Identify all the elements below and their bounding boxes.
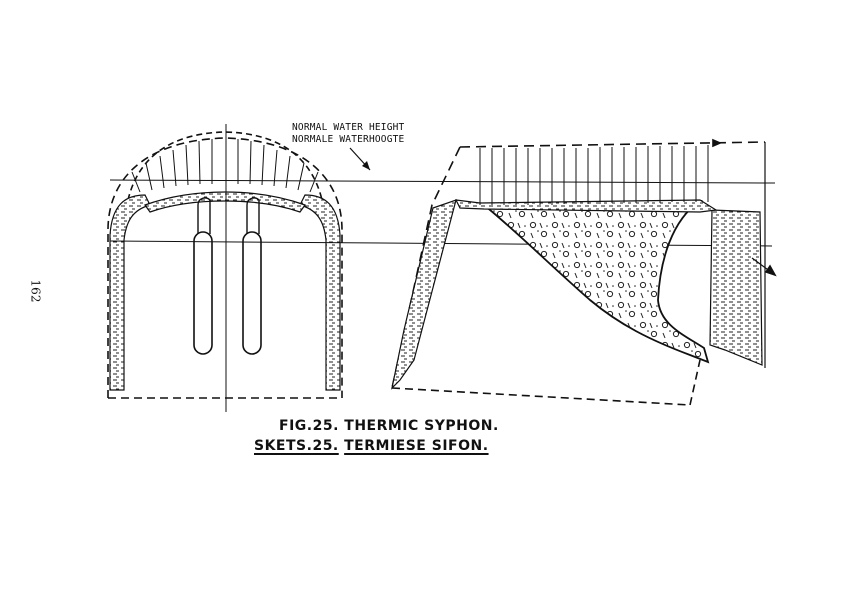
water-height-arrowhead (362, 161, 370, 170)
firebox-front-wall (391, 146, 461, 389)
firebox-bottom (391, 387, 691, 406)
firebox-side-outer (459, 141, 766, 148)
firebox-outer-outline (107, 137, 343, 398)
syphon-tube-left (193, 231, 213, 355)
syphon-tube-right (242, 231, 262, 355)
caption-fig-number: FIG.25. (279, 418, 339, 434)
roof-stays (479, 145, 709, 205)
syphon-neck-left (197, 197, 211, 234)
right-water-leg (299, 194, 341, 391)
water-height-label-en: NORMAL WATER HEIGHT (292, 122, 405, 133)
crown-water-band (144, 191, 306, 213)
caption-line-1: FIG.25. THERMIC SYPHON. (279, 418, 499, 434)
front-water-leg (391, 199, 457, 390)
syphon-neck-right (246, 197, 260, 234)
caption-title-en: THERMIC SYPHON. (344, 418, 499, 434)
left-water-leg (109, 194, 151, 391)
caption-skets-number: SKETS.25. (254, 438, 339, 454)
crown-water-layer (454, 199, 718, 213)
caption-title-af: TERMIESE SIFON. (344, 438, 489, 454)
firebox-rear-lower (689, 359, 701, 406)
flow-arrowhead-outlet (764, 264, 777, 277)
top-arrow (712, 138, 723, 148)
end-section-view (107, 124, 343, 412)
caption-line-2: SKETS.25. TERMIESE SIFON. (254, 438, 489, 454)
radial-stays (131, 139, 319, 193)
side-section-view (391, 138, 777, 406)
water-height-label-af: NORMALE WATERHOOGTE (292, 134, 405, 145)
rear-water-space (709, 209, 763, 366)
syphon-body (481, 200, 710, 364)
